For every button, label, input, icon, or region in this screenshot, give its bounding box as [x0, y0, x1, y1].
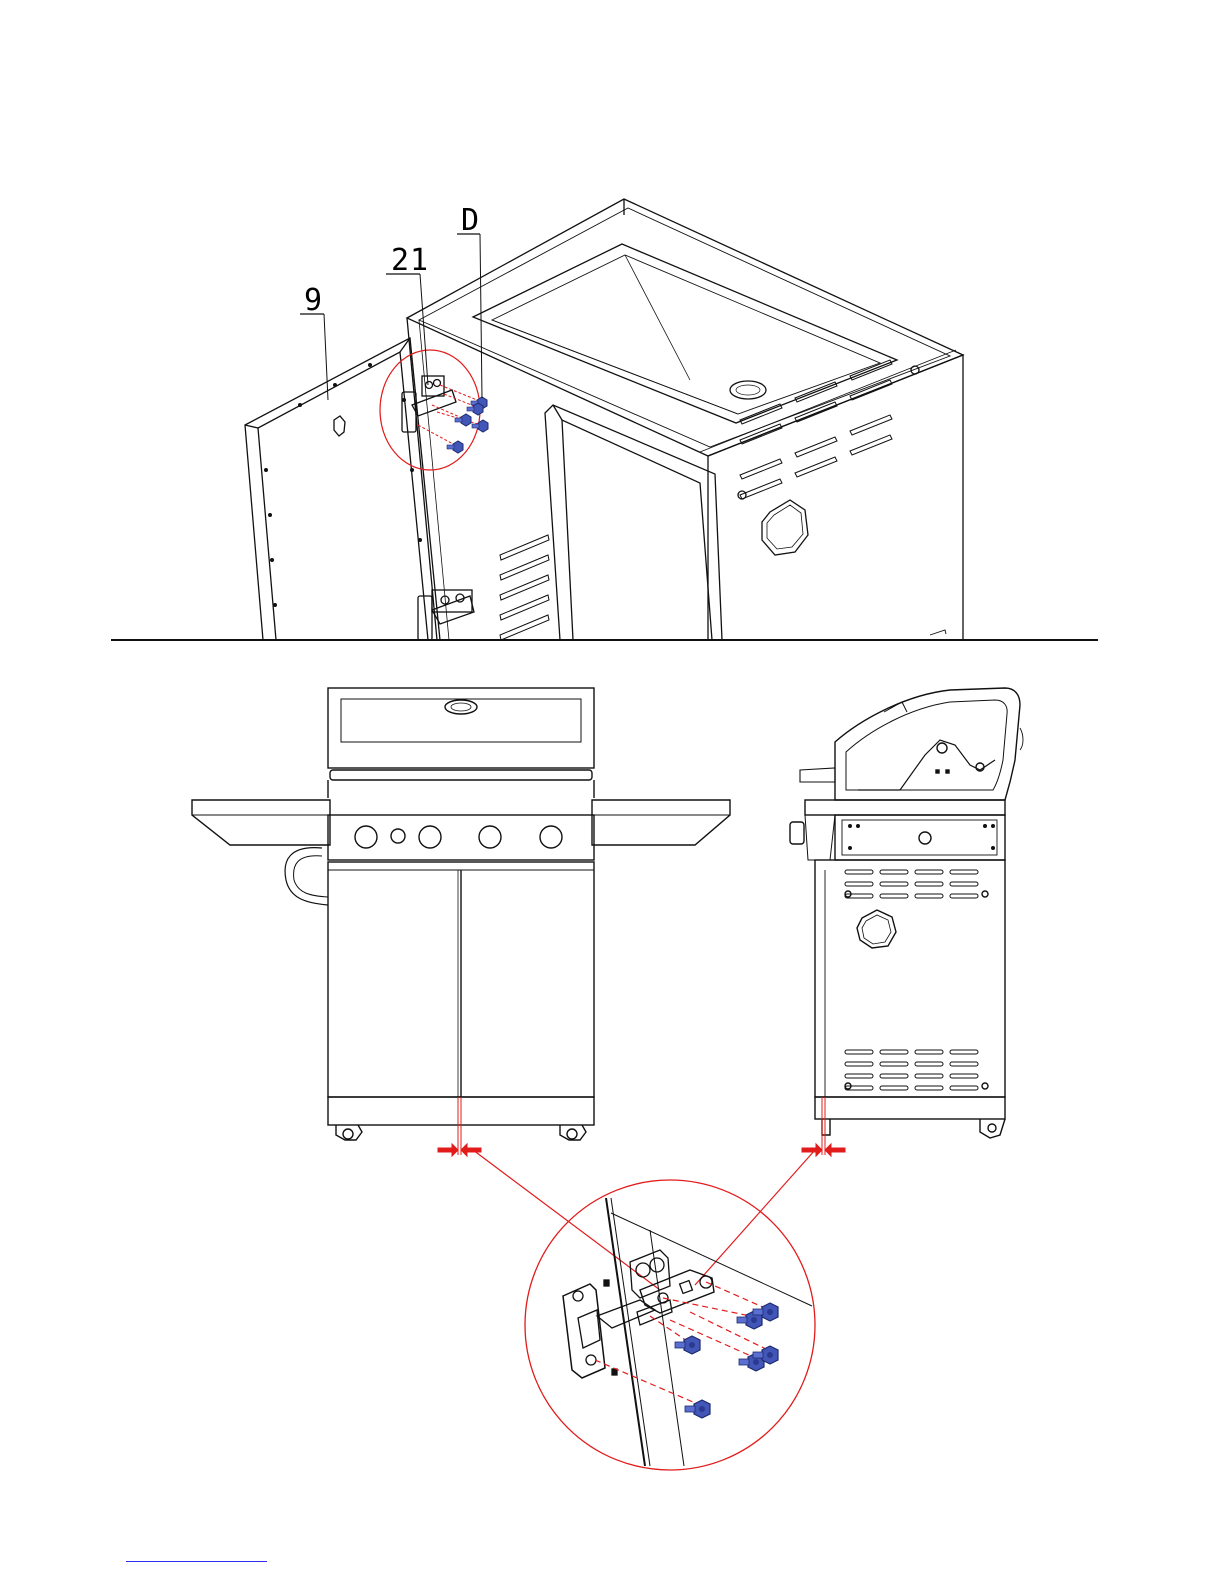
grill-front-view [192, 688, 730, 1140]
callout-d: D [457, 203, 482, 398]
hinge-icon [563, 1250, 714, 1378]
thermometer [445, 700, 477, 714]
side-knob [790, 822, 804, 844]
callout-9: 9 [300, 283, 328, 400]
screw-icon [685, 1400, 710, 1418]
knob-2 [419, 826, 441, 848]
callout-21-label: 21 [391, 243, 429, 278]
hood-side [835, 688, 1020, 800]
cabinet-side [815, 860, 1005, 1097]
right-side-shelf [592, 800, 730, 845]
igniter-button [391, 829, 405, 843]
arrow-icon [825, 1144, 845, 1156]
hinge-detail-circle-bottom [525, 1180, 815, 1470]
burner-box [473, 244, 897, 423]
side-vents [740, 360, 892, 499]
drain-hole [730, 381, 766, 399]
caster-right [560, 1125, 586, 1140]
knob-4 [540, 826, 562, 848]
callout-d-label: D [461, 203, 480, 238]
gap-indicator-side [802, 1097, 845, 1156]
arrow-icon [438, 1144, 458, 1156]
gap-indicator-front [438, 1097, 481, 1156]
grill-side-view [790, 688, 1023, 1138]
screw-icon [675, 1336, 700, 1354]
callout-21: 21 [386, 243, 429, 385]
footer-link[interactable] [126, 1560, 267, 1562]
left-door-part-9 [245, 338, 440, 640]
cabinet-perspective-view [245, 199, 963, 640]
knob-1 [355, 826, 377, 848]
caster-left [336, 1125, 362, 1140]
left-side-shelf [192, 800, 330, 845]
side-view-vents-upper [845, 870, 978, 898]
control-panel [328, 815, 594, 860]
callout-9-label: 9 [304, 283, 323, 318]
hood-handle [330, 770, 592, 780]
knob-3 [479, 826, 501, 848]
front-vents [500, 535, 549, 640]
side-view-vents-lower [845, 1050, 978, 1090]
lower-hinge [418, 590, 474, 640]
side-view-casters [822, 1119, 1005, 1138]
cabinet-top-frame [407, 199, 963, 456]
firebox-side [835, 815, 1005, 860]
detail-leader-lines [473, 1150, 815, 1290]
